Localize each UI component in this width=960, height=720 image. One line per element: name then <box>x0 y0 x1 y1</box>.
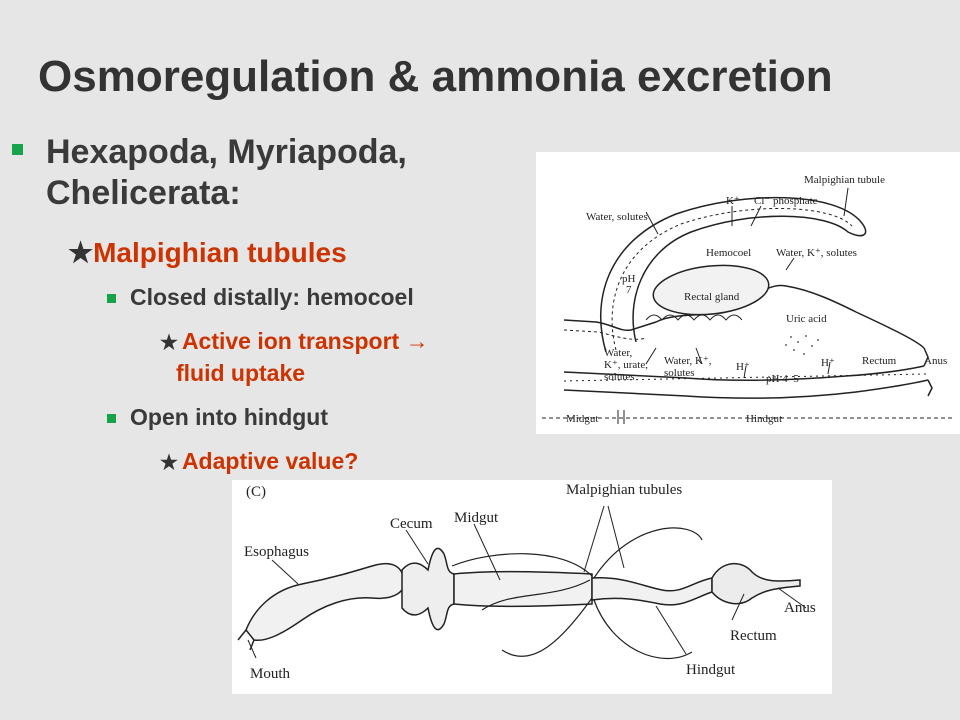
bullet-active-text-2: fluid uptake <box>176 360 306 386</box>
label-anus: Anus <box>784 600 816 616</box>
label-water-solutes: Water, solutes <box>586 211 648 223</box>
label-uric-acid: Uric acid <box>786 313 827 325</box>
label-ph-7: 7 <box>626 284 632 296</box>
label-cl-phosphate: Cl⁻ phosphate <box>754 195 818 207</box>
figure-rectal-gland: Malpighian tubule K⁺ Cl⁻ phosphate Water… <box>536 152 960 434</box>
label-malpighian-tubules: Malpighian tubules <box>566 482 682 498</box>
label-anus: Anus <box>924 355 947 367</box>
label-hindgut: Hindgut <box>686 662 736 678</box>
label-midgut: Midgut <box>566 413 598 425</box>
label-ph: pH <box>622 273 636 285</box>
label-rectal-gland: Rectal gland <box>684 291 740 303</box>
label-ph45: pH 4–5 <box>766 373 799 385</box>
bullet-malpighian: ★Malpighian tubules <box>68 236 347 270</box>
label-hindgut: Hindgut <box>746 413 782 425</box>
label-k: K⁺ <box>726 195 740 207</box>
label-water-2: K⁺, urate, <box>604 359 648 371</box>
label-mouth: Mouth <box>250 666 291 682</box>
bullet-square-icon <box>107 414 116 423</box>
bullet-adaptive: ★Adaptive value? <box>160 446 358 478</box>
label-panel-c: (C) <box>246 484 266 500</box>
label-rectum: Rectum <box>730 628 777 644</box>
bullet-level1: Hexapoda, Myriapoda, Chelicerata: <box>46 133 407 212</box>
bullet-square-icon <box>107 294 116 303</box>
star-bullet-icon: ★ <box>160 332 178 354</box>
star-bullet-icon: ★ <box>160 452 178 474</box>
bullet-square-icon <box>12 138 34 160</box>
label-water-k-solutes: Water, K⁺, solutes <box>776 247 857 259</box>
label-water-k-2: solutes <box>664 367 695 379</box>
bullet-closed: Closed distally: hemocoel <box>107 284 414 311</box>
arrow-right-icon: → <box>405 328 429 354</box>
label-h1: H⁺ <box>736 361 750 373</box>
label-esophagus: Esophagus <box>244 544 309 560</box>
label-water-3: solutes <box>604 371 635 383</box>
bullet-open: Open into hindgut <box>107 404 329 431</box>
star-bullet-icon: ★ <box>68 237 94 268</box>
label-water-k-1: Water, K⁺, <box>664 355 712 367</box>
label-rectum: Rectum <box>862 355 897 367</box>
label-cecum: Cecum <box>390 516 433 532</box>
bullet-adaptive-text: Adaptive value? <box>181 448 359 474</box>
slide-title: Osmoregulation & ammonia excretion <box>38 52 833 101</box>
label-malpighian-tubule: Malpighian tubule <box>804 174 885 186</box>
label-water-1: Water, <box>604 347 633 359</box>
bullet-malpighian-text: Malpighian tubules <box>93 237 347 268</box>
bullet-closed-text: Closed distally: hemocoel <box>130 284 414 310</box>
bullet-active: ★Active ion transport → fluid uptake <box>160 326 429 388</box>
figure-insect-gut: (C) Malpighian tubules Cecum Midgut Esop… <box>232 480 832 694</box>
label-midgut: Midgut <box>454 510 499 526</box>
bullet-active-text: Active ion transport <box>181 328 400 354</box>
label-hemocoel: Hemocoel <box>706 247 751 259</box>
bullet-open-text: Open into hindgut <box>130 404 329 430</box>
label-h2: H⁺ <box>821 357 835 369</box>
